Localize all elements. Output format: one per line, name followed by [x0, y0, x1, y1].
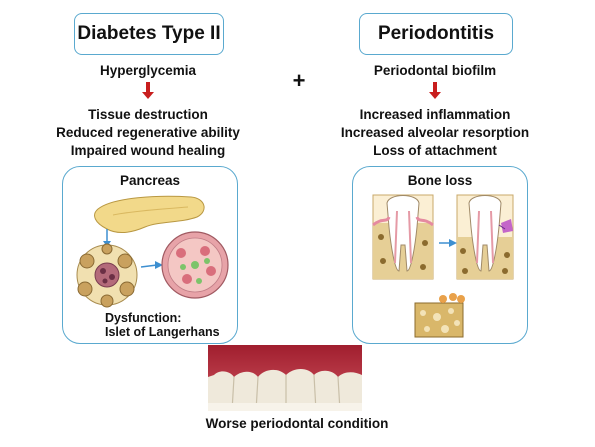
- bone-loss-panel: Bone loss: [352, 166, 528, 344]
- diabetes-effect-3: Impaired wound healing: [70, 143, 226, 158]
- pancreas-caption-line-2: Islet of Langerhans: [105, 325, 220, 339]
- periodontitis-effect-2: Increased alveolar resorption: [340, 125, 530, 140]
- bottom-caption: Worse periodontal condition: [205, 416, 389, 431]
- plus-sign: +: [292, 68, 306, 93]
- right-down-arrow-icon: [429, 82, 441, 99]
- diabetes-title: Diabetes Type II: [77, 23, 221, 44]
- periodontitis-effect-3: Loss of attachment: [373, 143, 497, 158]
- gum-photo: [208, 345, 362, 412]
- diabetes-title-box: Diabetes Type II: [74, 13, 224, 55]
- periodontitis-title: Periodontitis: [377, 23, 495, 44]
- periodontitis-effect-1: Increased inflammation: [359, 107, 511, 122]
- pancreas-panel: Pancreas Dysfunction: Islet of: [62, 166, 238, 344]
- pancreas-caption-line-1: Dysfunction:: [105, 311, 182, 325]
- diabetes-effect-2: Reduced regenerative ability: [56, 125, 240, 140]
- hyperglycemia-label: Hyperglycemia: [99, 63, 197, 78]
- biofilm-label: Periodontal biofilm: [373, 63, 497, 78]
- bone-loss-panel-title: Bone loss: [407, 173, 473, 188]
- pancreas-panel-title: Pancreas: [119, 173, 181, 188]
- left-down-arrow-icon: [142, 82, 154, 99]
- periodontitis-title-box: Periodontitis: [359, 13, 513, 55]
- bone-loss-illustration: [372, 194, 514, 338]
- diabetes-effect-1: Tissue destruction: [88, 107, 208, 122]
- pancreas-illustration: [76, 195, 229, 308]
